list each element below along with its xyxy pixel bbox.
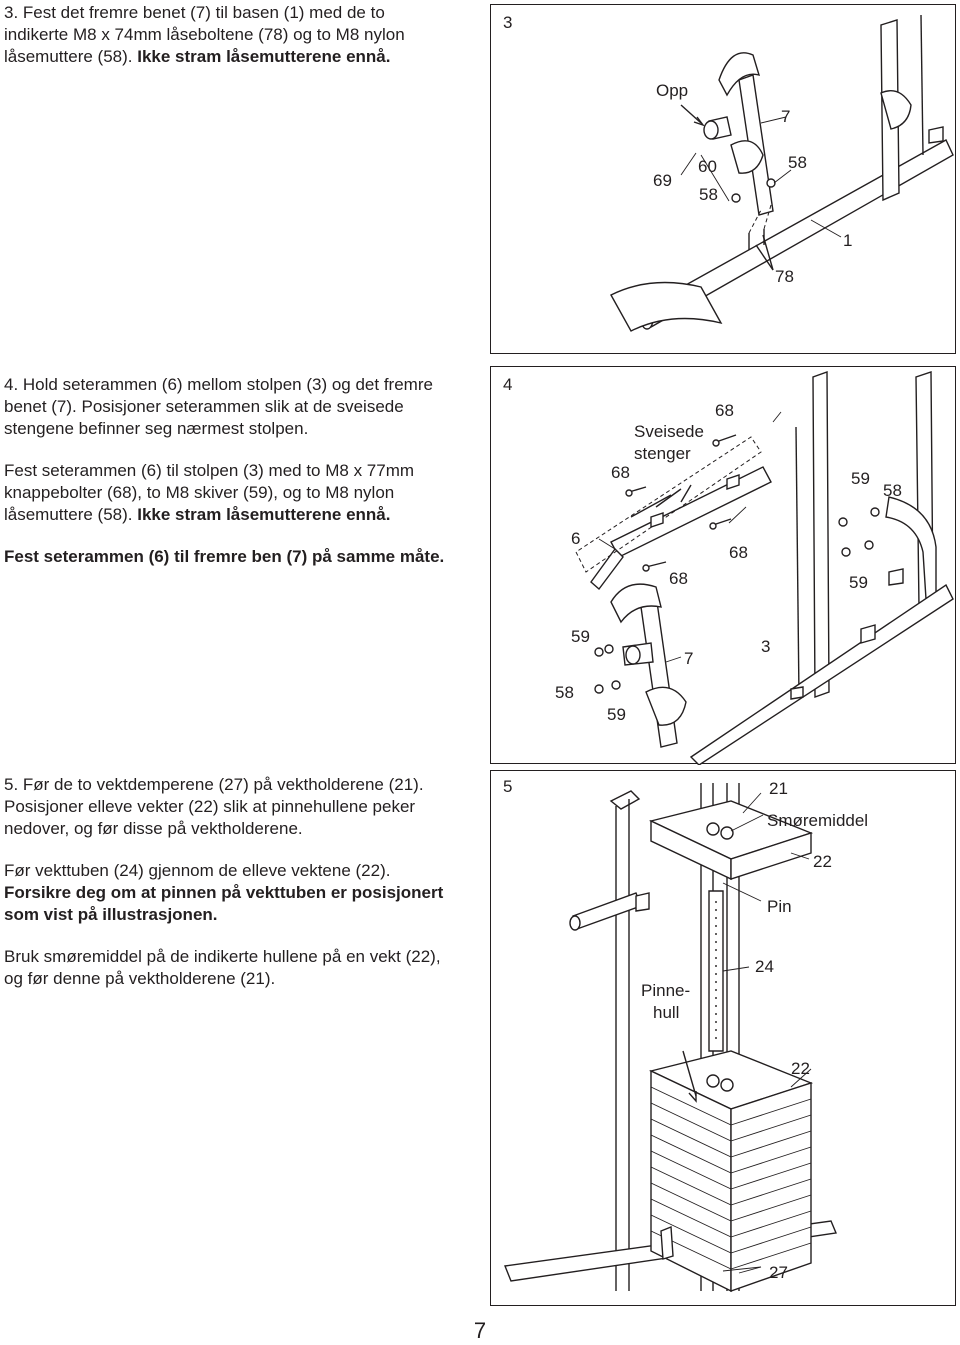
step3-instructions: 3. Fest det fremre benet (7) til basen (… (4, 2, 484, 68)
label-58-left: 58 (555, 683, 574, 702)
label-27: 27 (769, 1263, 788, 1282)
step3-line2: indikerte M8 x 74mm låseboltene (78) og … (4, 25, 405, 44)
panel-number: 3 (503, 13, 513, 32)
step5-p1-line1: 5. Før de to vektdemperene (27) på vekth… (4, 775, 424, 794)
label-59-upper: 59 (851, 469, 870, 488)
label-sveisede: Sveisede (634, 422, 704, 441)
step4-p2-line3: låsemuttere (58). (4, 505, 138, 524)
step4-illustration-panel: 4 68 Sveisede stenger 68 59 58 6 68 68 5… (490, 366, 956, 765)
label-58-right: 58 (883, 481, 902, 500)
label-78: 78 (775, 267, 794, 286)
step3-illustration-panel: 3 Opp 7 60 58 69 58 1 78 (490, 4, 956, 354)
step5-p2-line1: Før vekttuben (24) gjennom de elleve vek… (4, 861, 391, 880)
page-number: 7 (473, 1318, 487, 1343)
label-7: 7 (684, 649, 694, 668)
step3-line1: 3. Fest det fremre benet (7) til basen (… (4, 3, 385, 22)
label-60: 60 (698, 157, 717, 176)
weight-plate-lines (650, 1086, 812, 1270)
step5-p1-line2: Posisjoner elleve vekter (22) slik at pi… (4, 797, 416, 816)
label-22-upper: 22 (813, 852, 832, 871)
label-opp: Opp (656, 81, 689, 100)
step4-note: Fest seterammen (6) til fremre ben (7) p… (4, 547, 445, 566)
label-68-left: 68 (611, 463, 630, 482)
label-58-lower: 58 (699, 185, 718, 204)
label-3: 3 (761, 637, 771, 656)
label-58-upper: 58 (788, 153, 807, 172)
label-68-low: 68 (669, 569, 688, 588)
label-68-top: 68 (715, 401, 734, 420)
label-59-bottom: 59 (607, 705, 626, 724)
step5-p3-line2: og før denne på vektholderene (21). (4, 969, 276, 988)
label-59-left: 59 (571, 627, 590, 646)
step5-warning-line1: Forsikre deg om at pinnen på vekttuben e… (4, 883, 444, 902)
step4-warning: Ikke stram låsemutterene ennå. (137, 505, 391, 524)
label-68-mid: 68 (729, 543, 748, 562)
label-59-right: 59 (849, 573, 868, 592)
step4-p1-line1: 4. Hold seterammen (6) mellom stolpen (3… (4, 375, 433, 394)
label-pinne: Pinne- (641, 981, 691, 1000)
label-69: 69 (653, 171, 672, 190)
step5-illustration-panel: 5 21 Smøremiddel 22 Pin 24 Pinne- hull 2… (490, 770, 956, 1306)
step3-warning: Ikke stram låsemutterene ennå. (137, 47, 391, 66)
step5-p3-line1: Bruk smøremiddel på de indikerte hullene… (4, 947, 441, 966)
step5-warning-line2: som vist på illustrasjonen. (4, 905, 218, 924)
label-pin: Pin (767, 897, 792, 916)
label-21: 21 (769, 779, 788, 798)
label-stenger: stenger (634, 444, 691, 463)
step5-instructions: 5. Før de to vektdemperene (27) på vekth… (4, 774, 484, 990)
step4-drawing (575, 371, 954, 765)
step5-p1-line3: nedover, og før disse på vektholderene. (4, 819, 303, 838)
label-22-lower: 22 (791, 1059, 810, 1078)
label-smoremiddel: Smøremiddel (767, 811, 869, 830)
step5-drawing (504, 783, 837, 1293)
step3-drawing (610, 14, 954, 332)
step4-p2-line2: knappebolter (68), to M8 skiver (59), og… (4, 483, 395, 502)
label-24: 24 (755, 957, 774, 976)
step4-p1-line3: stengene befinner seg nærmest stolpen. (4, 419, 309, 438)
panel-number: 5 (503, 777, 513, 796)
step4-p1-line2: benet (7). Posisjoner seterammen slik at… (4, 397, 404, 416)
label-7: 7 (781, 107, 791, 126)
step4-p2-line1: Fest seterammen (6) til stolpen (3) med … (4, 461, 415, 480)
step4-instructions: 4. Hold seterammen (6) mellom stolpen (3… (4, 374, 484, 568)
label-hull: hull (653, 1003, 680, 1022)
label-1: 1 (843, 231, 853, 250)
panel-number: 4 (503, 375, 513, 394)
label-6: 6 (571, 529, 581, 548)
step3-line3: låsemuttere (58). (4, 47, 138, 66)
